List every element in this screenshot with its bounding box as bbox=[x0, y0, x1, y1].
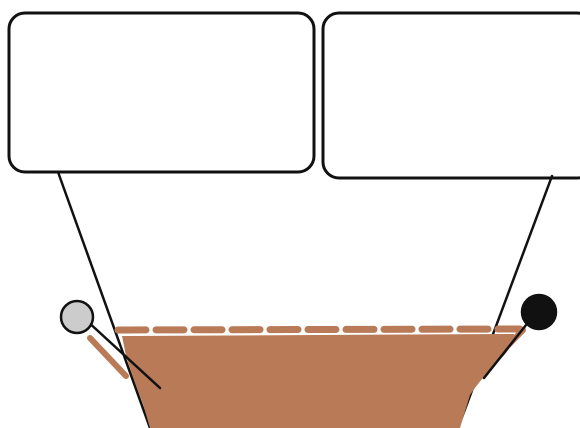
left-lever-knob[interactable] bbox=[61, 301, 93, 333]
dirt-fill bbox=[122, 334, 514, 428]
text-box-left[interactable] bbox=[9, 13, 314, 172]
dirt-top-edge bbox=[118, 329, 520, 330]
pit-left-wall bbox=[58, 172, 150, 428]
right-lever-knob[interactable] bbox=[522, 295, 556, 329]
text-box-right[interactable] bbox=[323, 13, 580, 178]
